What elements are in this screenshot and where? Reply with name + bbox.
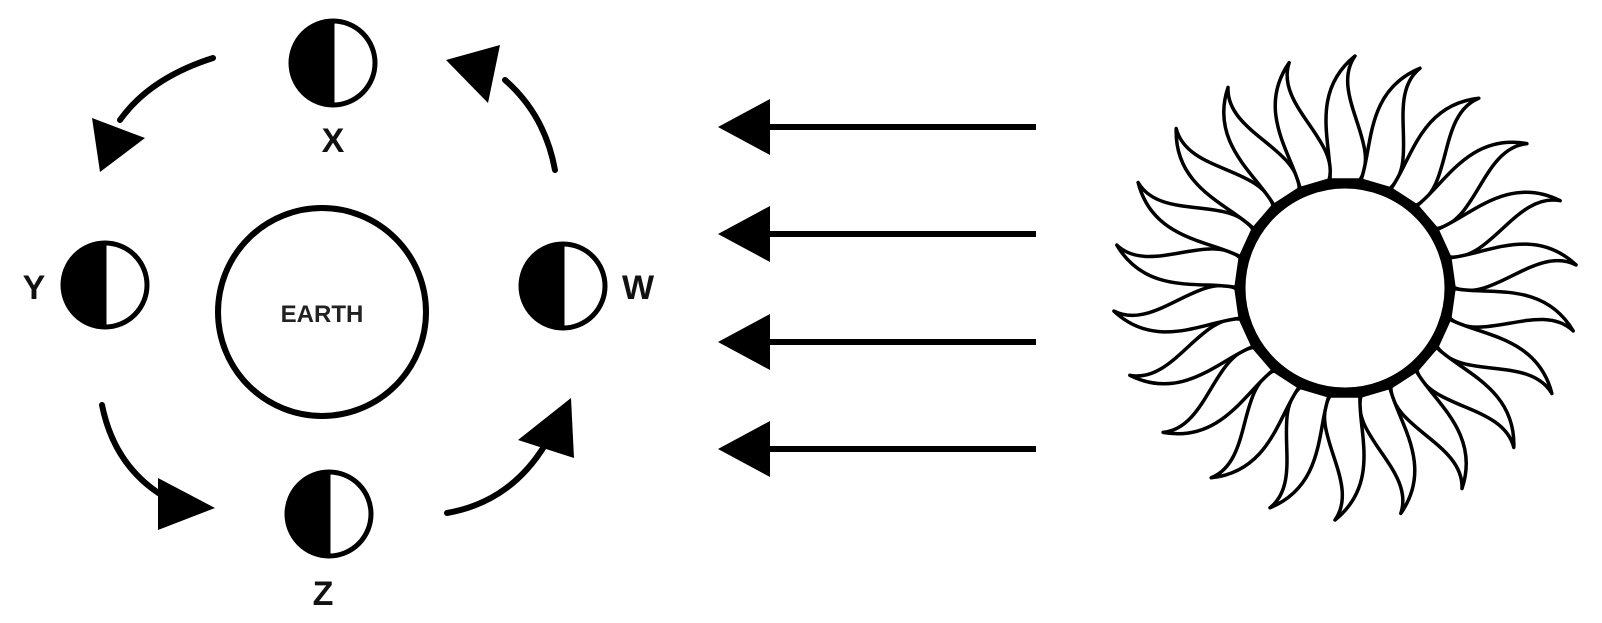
moon-x-label: X bbox=[322, 122, 345, 160]
sun-ray bbox=[1448, 242, 1578, 293]
sun-ray bbox=[1415, 345, 1516, 450]
sun-ray bbox=[1324, 54, 1368, 182]
moon-x-dark-half bbox=[291, 21, 333, 105]
sun-ray bbox=[1136, 180, 1255, 259]
sunlight-arrows bbox=[718, 99, 1036, 477]
sun-ray bbox=[1128, 317, 1255, 386]
sun-ray bbox=[1268, 385, 1331, 510]
sun-ray bbox=[1389, 368, 1469, 491]
sun-rays bbox=[1112, 54, 1578, 522]
sun bbox=[1112, 54, 1578, 522]
orbit-arrow-bottom-right bbox=[444, 398, 574, 516]
sun-ray bbox=[1221, 85, 1301, 208]
sun-ray bbox=[1435, 190, 1562, 259]
moon-z-dark-half bbox=[287, 472, 329, 556]
orbit-arrows bbox=[92, 45, 574, 530]
earth-label: EARTH bbox=[281, 301, 364, 328]
sunlight-arrow bbox=[718, 314, 1036, 370]
sunlight-arrow bbox=[718, 206, 1036, 262]
sun-ray bbox=[1389, 96, 1481, 208]
sun-ray bbox=[1209, 368, 1301, 480]
sun-ray bbox=[1273, 60, 1333, 191]
orbit-arrow-top-left bbox=[92, 55, 216, 172]
sun-ray bbox=[1359, 66, 1422, 191]
sun-ray bbox=[1112, 283, 1242, 334]
orbit-arrow-bottom-left bbox=[99, 402, 215, 530]
sun-ray bbox=[1322, 394, 1366, 522]
moon-w-label: W bbox=[622, 269, 655, 307]
sun-ray bbox=[1415, 140, 1529, 231]
moon-w-dark-half bbox=[521, 244, 563, 328]
sun-ray bbox=[1448, 286, 1575, 333]
sun-ray bbox=[1435, 317, 1554, 396]
moon-y: Y bbox=[23, 240, 150, 330]
moon-y-label: Y bbox=[23, 269, 46, 307]
sunlight-arrow bbox=[718, 99, 1036, 155]
sun-ray bbox=[1115, 243, 1242, 290]
earth: EARTH bbox=[215, 205, 429, 419]
sun-disc bbox=[1236, 179, 1454, 397]
earth-circle bbox=[215, 205, 429, 419]
moon-x: X bbox=[288, 18, 378, 160]
sun-ray bbox=[1357, 385, 1417, 516]
sunlight-arrow bbox=[718, 421, 1036, 477]
moon-y-dark-half bbox=[63, 243, 105, 327]
moon-z-label: Z bbox=[313, 575, 334, 613]
moon-z: Z bbox=[284, 469, 374, 613]
moon-w: W bbox=[518, 241, 655, 331]
sun-ray bbox=[1174, 126, 1275, 231]
orbit-arrow-top-right bbox=[446, 45, 558, 173]
sun-ray bbox=[1161, 345, 1275, 436]
